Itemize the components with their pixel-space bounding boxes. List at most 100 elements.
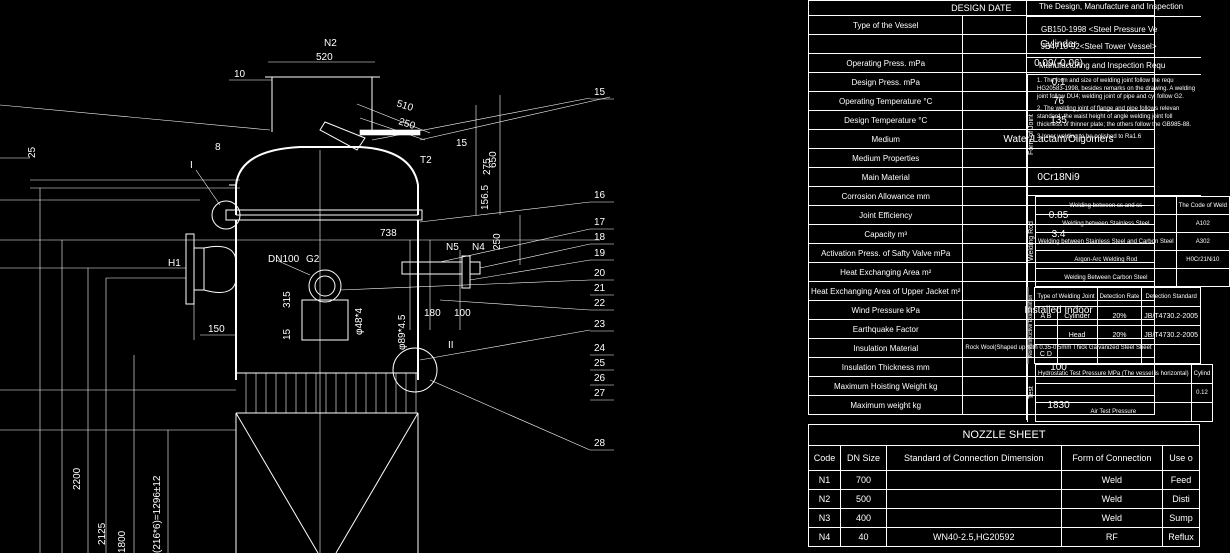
weld-label: Welding between Stainless Steel and Carb… — [1035, 232, 1177, 251]
design-label: Joint Efficiency — [807, 205, 964, 225]
design-label: Medium Properties — [807, 148, 964, 168]
side-weld: Welding Rod — [1027, 196, 1035, 287]
dim-150: 150 — [208, 324, 225, 335]
design-label: Earthquake Factor — [807, 319, 964, 339]
nde-head-std: Detection Standard — [1141, 287, 1201, 307]
test-row: 0.12 — [1035, 383, 1214, 403]
nozzle-cell: 700 — [840, 470, 887, 490]
design-label: Operating Temperature °C — [807, 91, 964, 111]
nde-std — [1141, 344, 1201, 364]
callout-24: 24 — [594, 343, 606, 354]
dim-1800: 1800 — [117, 530, 128, 553]
dim-180: 180 — [424, 308, 441, 319]
design-label: Maximum weight kg — [807, 395, 964, 415]
h1-nozzle — [0, 233, 237, 340]
nde-head-type: Type of Welding Joint — [1034, 287, 1098, 307]
weld-row: Welding Between Carbon Steel — [1035, 268, 1230, 287]
design-row: Cylinder — [807, 34, 1155, 54]
design-label: Maximum Hoisting Weight kg — [807, 376, 964, 396]
nozzle-cell: Feed — [1162, 470, 1200, 490]
inspection-block: The Design, Manufacture and Inspection G… — [1026, 0, 1230, 422]
nozzle-cell: N4 — [807, 527, 842, 547]
nde-joint: A B — [1034, 306, 1058, 326]
standard-1: GB150-1998 <Steel Pressure Ve — [1041, 25, 1158, 34]
nozzle-cell: Weld — [1060, 508, 1164, 528]
nde-part: Cylinder — [1056, 306, 1098, 326]
dim-2125: 2125 — [97, 522, 108, 545]
req-text-1: 1. The form and size of welding joint fo… — [1037, 78, 1196, 100]
dim-phi48: φ48*4 — [354, 308, 365, 335]
nozzle-header: Standard of Connection Dimension — [885, 445, 1062, 471]
design-label: Heat Exchanging Area m² — [807, 262, 964, 282]
callout-16: 16 — [594, 190, 606, 201]
design-label: Design Temperature °C — [807, 110, 964, 130]
nozzle-cell — [885, 470, 1062, 490]
design-label: Heat Exchanging Area of Upper Jacket m² — [807, 281, 964, 301]
test-row: Air Test Pressure — [1035, 402, 1214, 422]
label-g2: G2 — [306, 254, 320, 265]
nde-part: Head — [1056, 325, 1098, 345]
nde-joint: C D — [1034, 344, 1058, 364]
label-h1: H1 — [168, 258, 181, 269]
dim-315: 315 — [282, 291, 293, 308]
dim-2200: 2200 — [72, 467, 83, 490]
req-text-3: 3.Inner welding to be polished to Ra1.6 — [1037, 134, 1142, 140]
test-label: Hydrostatic Test Pressure MPa (The vesse… — [1035, 364, 1192, 384]
requirements-title: Manufacturing and Inspection Requ — [1027, 58, 1201, 75]
angled-nozzle — [319, 96, 611, 151]
test-label: Air Test Pressure — [1035, 402, 1192, 422]
label-dn100: DN100 — [268, 254, 300, 265]
nozzle-cell: 400 — [840, 508, 887, 528]
callout-18: 18 — [594, 232, 606, 243]
g2-nozzle — [275, 259, 349, 341]
packing-grid — [0, 372, 419, 553]
nozzle-header: Form of Connection — [1060, 445, 1164, 471]
test-value: Cylind — [1190, 364, 1214, 384]
callout-21: 21 — [594, 283, 606, 294]
nde-head-rate: Detection Rate — [1096, 287, 1143, 307]
dim-510: 510 — [395, 98, 415, 114]
side-test: Test — [1027, 364, 1035, 422]
label-n2: N2 — [324, 38, 337, 49]
nozzle-cell — [885, 489, 1062, 509]
callout-26: 26 — [594, 373, 606, 384]
label-t2: T2 — [420, 155, 432, 166]
callout-27: 27 — [594, 388, 606, 399]
weld-value — [1175, 268, 1230, 287]
callout-22: 22 — [594, 298, 606, 309]
nozzle-cell: N1 — [807, 470, 842, 490]
weld-value: H0Cr21Ni10 — [1175, 250, 1230, 269]
nozzle-cell — [885, 508, 1062, 528]
design-label: Design Press. mPa — [807, 72, 964, 92]
nozzle-cell: Disti — [1162, 489, 1200, 509]
design-label — [807, 34, 964, 54]
dim-25: 25 — [27, 146, 38, 158]
leader-line — [439, 228, 591, 263]
nozzle-header: Use o — [1162, 445, 1200, 471]
test-row: Hydrostatic Test Pressure MPa (The vesse… — [1035, 364, 1214, 384]
leader-line — [429, 379, 591, 451]
weld-label: Welding between ss and ss — [1035, 196, 1177, 215]
label-n5: N5 — [446, 242, 459, 253]
left-dims — [39, 188, 186, 553]
design-label: Medium — [807, 129, 964, 149]
vessel-head — [0, 104, 423, 221]
dim-250b: 250 — [492, 233, 503, 250]
inspection-title: The Design, Manufacture and Inspection — [1027, 0, 1201, 17]
callout-15: 15 — [594, 87, 606, 98]
side-nde: Nondestructive Examination — [1027, 287, 1035, 364]
callout-25: 25 — [594, 358, 606, 369]
nozzle-cell: Reflux — [1162, 527, 1200, 547]
